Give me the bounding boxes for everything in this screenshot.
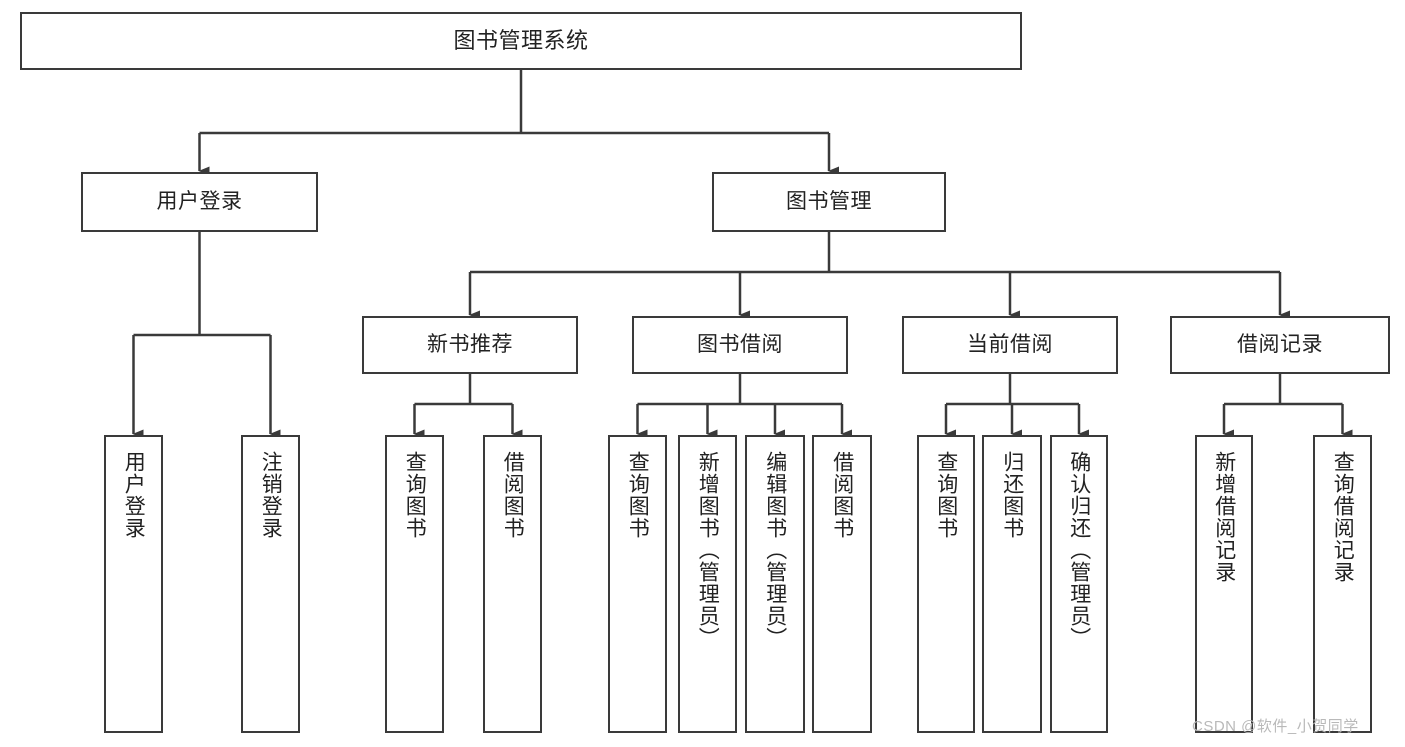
- node-label: 归还图书: [1000, 451, 1024, 539]
- node-current-borrow[interactable]: 当前借阅: [902, 316, 1118, 374]
- node-label: 查询图书: [934, 451, 958, 539]
- node-label: 新增图书（管理员）: [696, 451, 720, 649]
- watermark-label: CSDN @软件_小贺同学: [1192, 718, 1359, 735]
- node-leaf-borrow-books[interactable]: 借阅图书: [812, 435, 872, 733]
- node-leaf-borrow-books-recommend[interactable]: 借阅图书: [483, 435, 542, 733]
- node-leaf-return-books[interactable]: 归还图书: [982, 435, 1042, 733]
- node-leaf-add-book-admin[interactable]: 新增图书（管理员）: [678, 435, 737, 733]
- node-label: 借阅图书: [501, 451, 525, 539]
- node-label: 用户登录: [122, 451, 146, 539]
- node-leaf-add-borrow-record[interactable]: 新增借阅记录: [1195, 435, 1253, 733]
- node-label: 编辑图书（管理员）: [763, 451, 787, 649]
- node-label: 图书借阅: [697, 332, 783, 356]
- edge-group: [132, 70, 1353, 439]
- node-leaf-logout-login[interactable]: 注销登录: [241, 435, 300, 733]
- node-leaf-query-borrow-record[interactable]: 查询借阅记录: [1313, 435, 1372, 733]
- node-label: 新增借阅记录: [1212, 451, 1236, 583]
- node-book-management[interactable]: 图书管理: [712, 172, 946, 232]
- node-leaf-confirm-return-admin[interactable]: 确认归还（管理员）: [1050, 435, 1108, 733]
- node-label: 注销登录: [259, 451, 283, 539]
- node-root[interactable]: 图书管理系统: [20, 12, 1022, 70]
- node-leaf-edit-book-admin[interactable]: 编辑图书（管理员）: [745, 435, 805, 733]
- node-new-book-recommend[interactable]: 新书推荐: [362, 316, 578, 374]
- node-leaf-query-books-recommend[interactable]: 查询图书: [385, 435, 444, 733]
- node-leaf-query-books-borrow[interactable]: 查询图书: [608, 435, 667, 733]
- node-label: 当前借阅: [967, 332, 1053, 356]
- node-label: 新书推荐: [427, 332, 513, 356]
- node-user-login[interactable]: 用户登录: [81, 172, 318, 232]
- node-label: 借阅图书: [830, 451, 854, 539]
- node-label: 图书管理: [786, 189, 872, 213]
- node-label: 确认归还（管理员）: [1067, 451, 1091, 649]
- node-label: 查询图书: [626, 451, 650, 539]
- node-label: 查询借阅记录: [1331, 451, 1355, 583]
- node-leaf-query-books-current[interactable]: 查询图书: [917, 435, 975, 733]
- node-label: 图书管理系统: [453, 28, 589, 54]
- node-label: 查询图书: [403, 451, 427, 539]
- node-borrow-records[interactable]: 借阅记录: [1170, 316, 1390, 374]
- node-leaf-user-login[interactable]: 用户登录: [104, 435, 163, 733]
- node-label: 借阅记录: [1237, 332, 1323, 356]
- node-book-borrow[interactable]: 图书借阅: [632, 316, 848, 374]
- node-label: 用户登录: [156, 189, 243, 213]
